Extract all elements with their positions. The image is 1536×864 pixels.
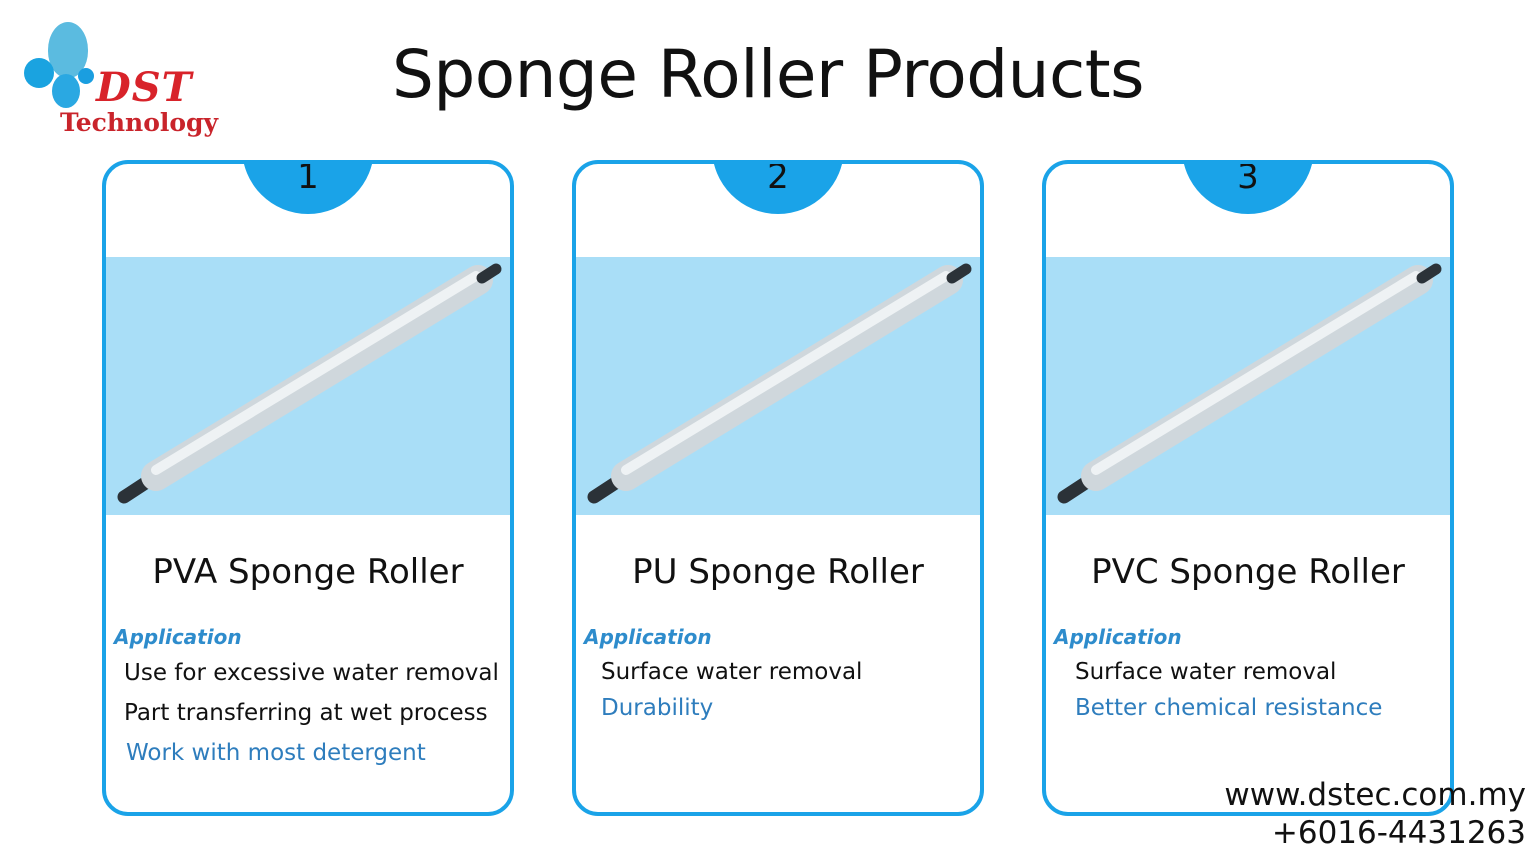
company-logo: DST Technology <box>18 18 238 148</box>
application-item: Part transferring at wet process <box>124 700 488 726</box>
application-highlight: Durability <box>601 695 714 721</box>
card-number-badge: 1 <box>242 164 374 214</box>
application-label: Application <box>114 625 242 649</box>
phone-number: +6016-4431263 <box>1271 815 1526 851</box>
sponge-roller-icon <box>117 263 502 504</box>
product-name: PVA Sponge Roller <box>152 552 464 592</box>
product-card-pva: 1 PVA Sponge Roller Application Use for … <box>102 160 514 816</box>
roller-image <box>106 257 510 515</box>
application-item: Surface water removal <box>601 659 863 685</box>
contact-info: www.dstec.com.my +6016-4431263 <box>1224 776 1526 852</box>
logo-bubble-icon <box>24 58 54 88</box>
roller-image <box>576 257 980 515</box>
website-link[interactable]: www.dstec.com.my <box>1224 777 1526 813</box>
product-name: PU Sponge Roller <box>632 552 924 592</box>
logo-bubble-icon <box>78 68 94 84</box>
sponge-roller-icon <box>1057 263 1442 504</box>
application-highlight: Better chemical resistance <box>1075 695 1383 721</box>
application-highlight: Work with most detergent <box>126 740 426 766</box>
application-label: Application <box>1054 625 1182 649</box>
logo-subtitle: Technology <box>60 108 219 137</box>
roller-image <box>1046 257 1450 515</box>
product-name: PVC Sponge Roller <box>1091 552 1405 592</box>
application-item: Use for excessive water removal <box>124 660 499 686</box>
page-title: Sponge Roller Products <box>391 36 1145 113</box>
logo-brand: DST <box>96 64 193 111</box>
logo-bubble-icon <box>52 74 80 108</box>
card-number-badge: 2 <box>712 164 844 214</box>
application-label: Application <box>584 625 712 649</box>
application-item: Surface water removal <box>1075 659 1337 685</box>
card-number-badge: 3 <box>1182 164 1314 214</box>
product-card-pu: 2 PU Sponge Roller Application Surface w… <box>572 160 984 816</box>
product-card-pvc: 3 PVC Sponge Roller Application Surface … <box>1042 160 1454 816</box>
sponge-roller-icon <box>587 263 972 504</box>
